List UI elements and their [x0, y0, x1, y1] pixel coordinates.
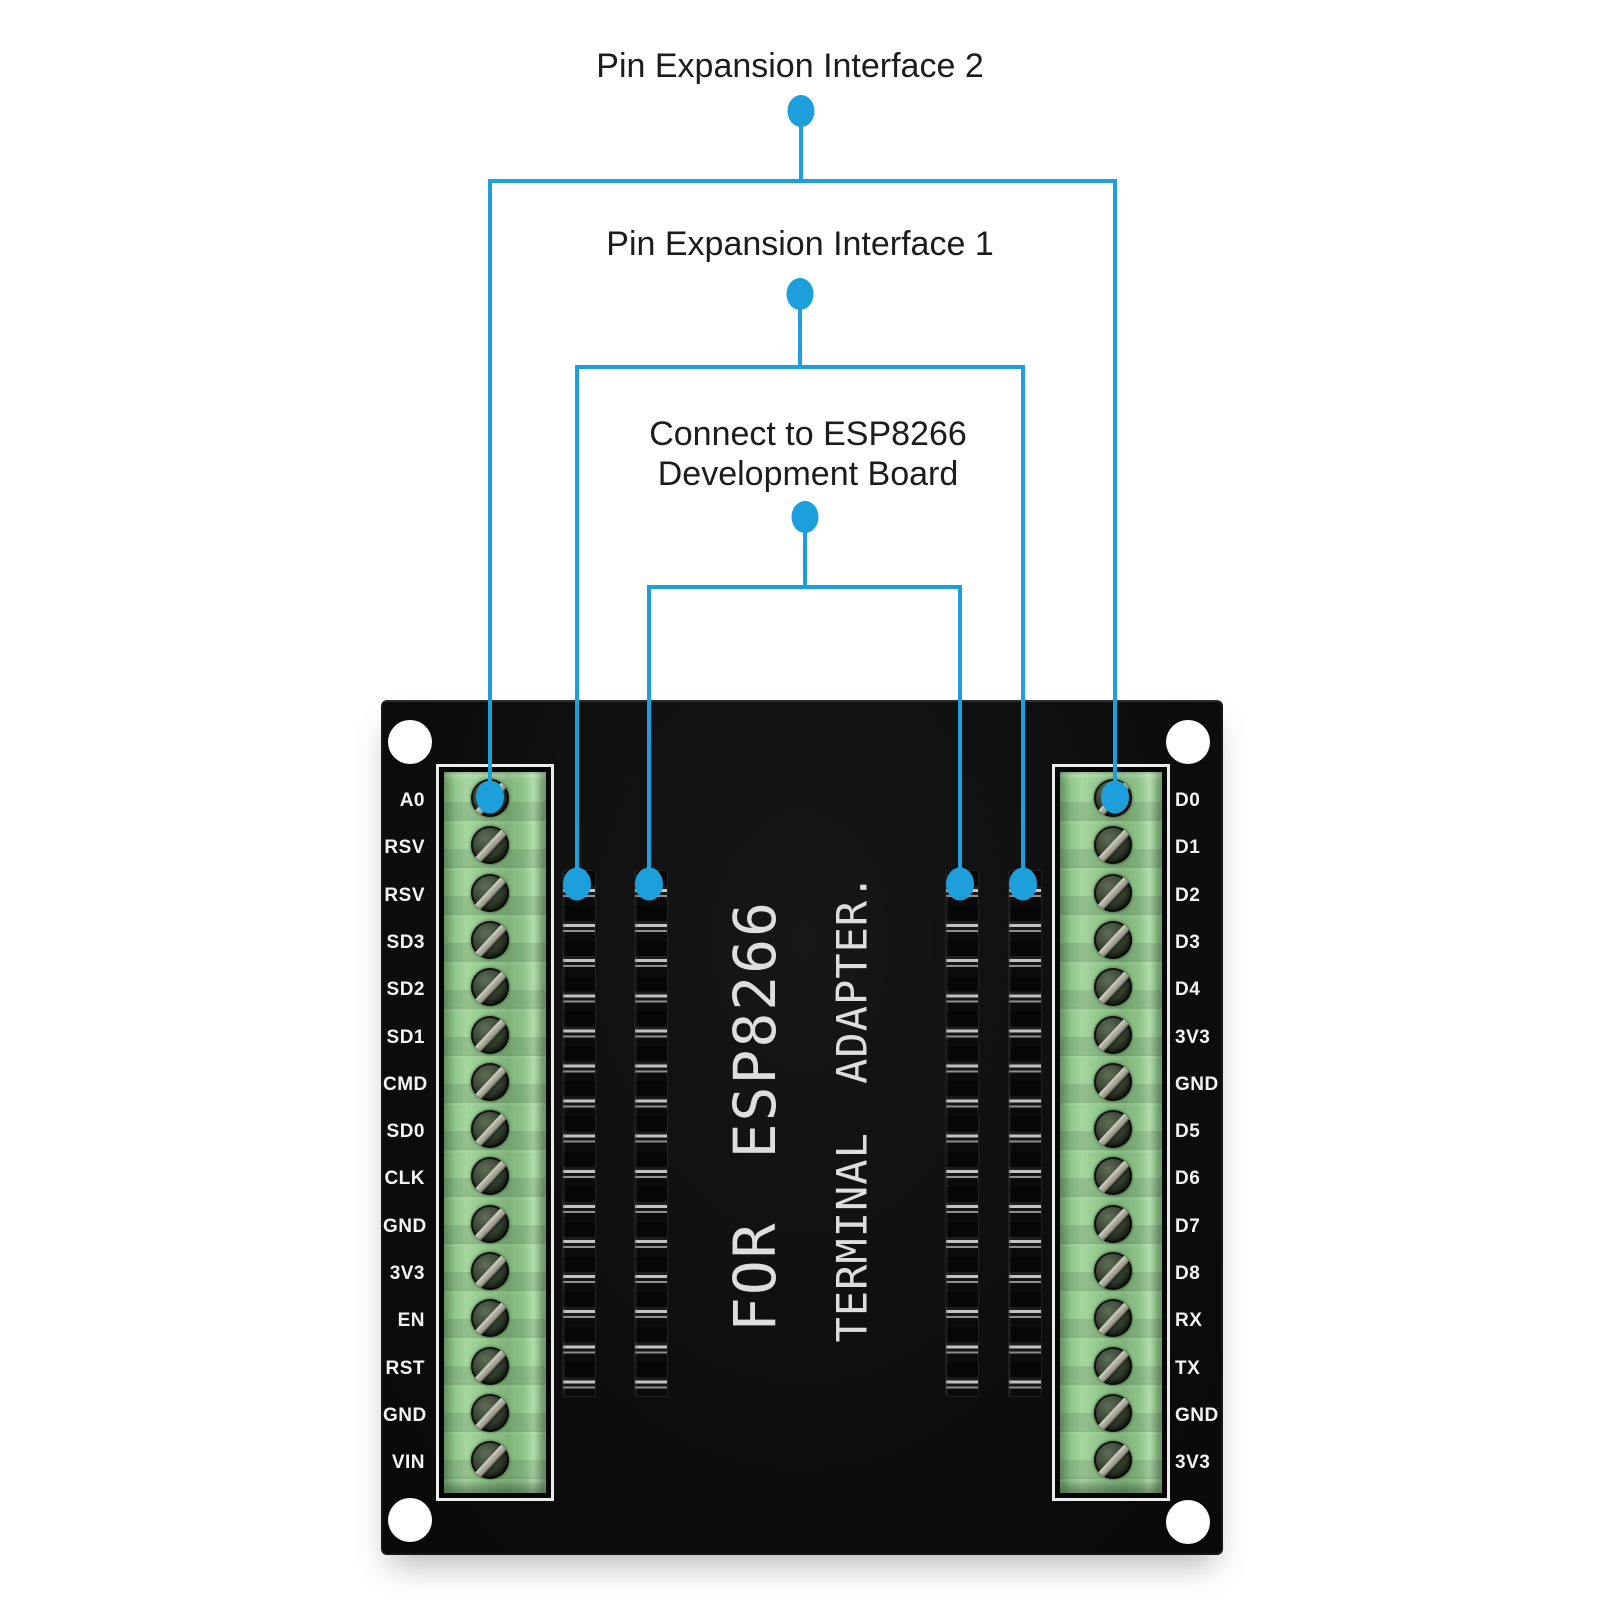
left-terminal-block: [436, 764, 554, 1501]
callout-dot: [786, 278, 814, 310]
pin-label: D6: [1175, 1168, 1201, 1190]
pin-label: SD0: [386, 1121, 425, 1143]
terminal-screw: [1094, 873, 1132, 912]
pin-header-socket-2: [634, 870, 668, 1397]
pin-label: GND: [383, 1215, 427, 1237]
pin-label: CMD: [383, 1073, 428, 1095]
pin-label: SD2: [386, 979, 425, 1001]
callout-label-pin-expansion-interface-1: Pin Expansion Interface 1: [606, 225, 994, 263]
pin-label: EN: [397, 1310, 425, 1332]
pin-label: D2: [1175, 884, 1201, 906]
right-terminal-green-body: [1060, 772, 1162, 1493]
callout-label-connect-to-board: Connect to ESP8266 Development Board: [649, 414, 967, 494]
callout-dot: [791, 501, 819, 533]
pin-header-socket-3: [945, 870, 979, 1397]
pin-header-socket-1: [562, 870, 596, 1397]
right-terminal-block: [1052, 764, 1170, 1501]
pin-label: GND: [1175, 1073, 1219, 1095]
mounting-hole: [388, 1498, 432, 1542]
terminal-screw: [1094, 826, 1132, 865]
terminal-screw: [1094, 1110, 1132, 1149]
terminal-screw: [471, 873, 509, 912]
pin-label: D5: [1175, 1121, 1201, 1143]
pin-label: D8: [1175, 1263, 1201, 1284]
pin-label: RSV: [384, 837, 425, 859]
terminal-screw: [1094, 1441, 1132, 1480]
pin-label: VIN: [391, 1452, 425, 1474]
pin-label: GND: [1175, 1404, 1219, 1426]
pin-label: D3: [1175, 931, 1201, 953]
terminal-screw: [471, 1252, 509, 1290]
pin-label: D7: [1175, 1215, 1201, 1237]
callout-label-connect-line2: Development Board: [657, 455, 959, 493]
terminal-screw: [1094, 968, 1132, 1007]
pin-label: A0: [399, 790, 425, 811]
mounting-hole: [1166, 1500, 1210, 1544]
terminal-screw: [471, 1157, 509, 1196]
pin-label: CLK: [384, 1168, 425, 1190]
pin-label: RST: [385, 1357, 425, 1379]
pin-label: SD1: [386, 1026, 425, 1048]
terminal-screw: [471, 1110, 509, 1149]
terminal-screw: [471, 968, 509, 1007]
pin-label: SD3: [386, 931, 425, 953]
callout-label-pin-expansion-interface-2: Pin Expansion Interface 2: [596, 47, 984, 85]
callout-dot: [787, 95, 815, 127]
mounting-hole: [388, 720, 432, 764]
pin-label: 3V3: [389, 1263, 425, 1284]
terminal-screw: [471, 920, 509, 959]
pin-header-socket-4: [1008, 870, 1042, 1397]
terminal-screw: [1094, 1393, 1132, 1432]
pin-label: D1: [1175, 837, 1201, 859]
terminal-screw: [471, 779, 509, 817]
pin-label: 3V3: [1175, 1452, 1211, 1474]
terminal-screw: [471, 1015, 509, 1054]
terminal-screw: [1094, 1015, 1132, 1054]
left-terminal-green-body: [444, 772, 546, 1493]
pin-label: 3V3: [1175, 1026, 1211, 1048]
pin-label: D0: [1175, 790, 1201, 811]
mounting-hole: [1166, 720, 1210, 764]
terminal-screw: [471, 1204, 509, 1243]
pin-label: D4: [1175, 979, 1201, 1001]
terminal-screw: [1094, 779, 1132, 817]
pin-label: RSV: [384, 884, 425, 906]
terminal-screw: [1094, 1062, 1132, 1101]
terminal-screw: [471, 1062, 509, 1101]
terminal-screw: [1094, 1157, 1132, 1196]
silk-text-for-esp8266: FOR ESP8266: [721, 899, 789, 1333]
terminal-screw: [1094, 1204, 1132, 1243]
terminal-screw: [1094, 1252, 1132, 1290]
terminal-screw: [1094, 1346, 1132, 1385]
terminal-screw: [1094, 920, 1132, 959]
terminal-screw: [471, 826, 509, 865]
terminal-screw: [471, 1346, 509, 1385]
callout-label-connect-line1: Connect to ESP8266: [649, 415, 967, 453]
pin-label: GND: [383, 1404, 427, 1426]
pin-label: RX: [1175, 1310, 1203, 1332]
terminal-screw: [1094, 1299, 1132, 1338]
terminal-screw: [471, 1299, 509, 1338]
terminal-screw: [471, 1441, 509, 1480]
terminal-screw: [471, 1393, 509, 1432]
pin-label: TX: [1175, 1357, 1201, 1379]
silk-text-terminal-adapter: TERMINAL ADAPTER.: [827, 873, 877, 1343]
